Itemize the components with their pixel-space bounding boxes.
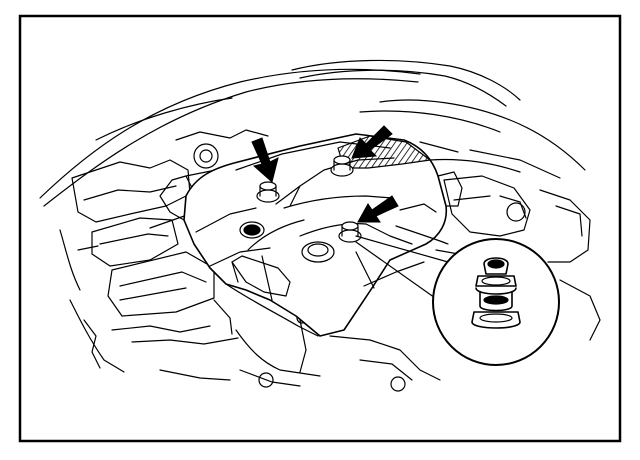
engine-cover	[159, 133, 463, 337]
cover-clip-top	[330, 155, 354, 177]
cover-clip-left	[256, 181, 280, 203]
emblem-icon	[239, 221, 265, 239]
callout-arrow-top-icon	[351, 125, 393, 159]
clip-detail-inset	[432, 238, 560, 366]
callout-arrow-left-icon	[251, 137, 279, 183]
cover-clip-right	[338, 221, 362, 243]
detail-leader-lines	[355, 235, 449, 301]
callout-arrow-right-icon	[357, 195, 399, 223]
hood-outline	[39, 59, 586, 207]
